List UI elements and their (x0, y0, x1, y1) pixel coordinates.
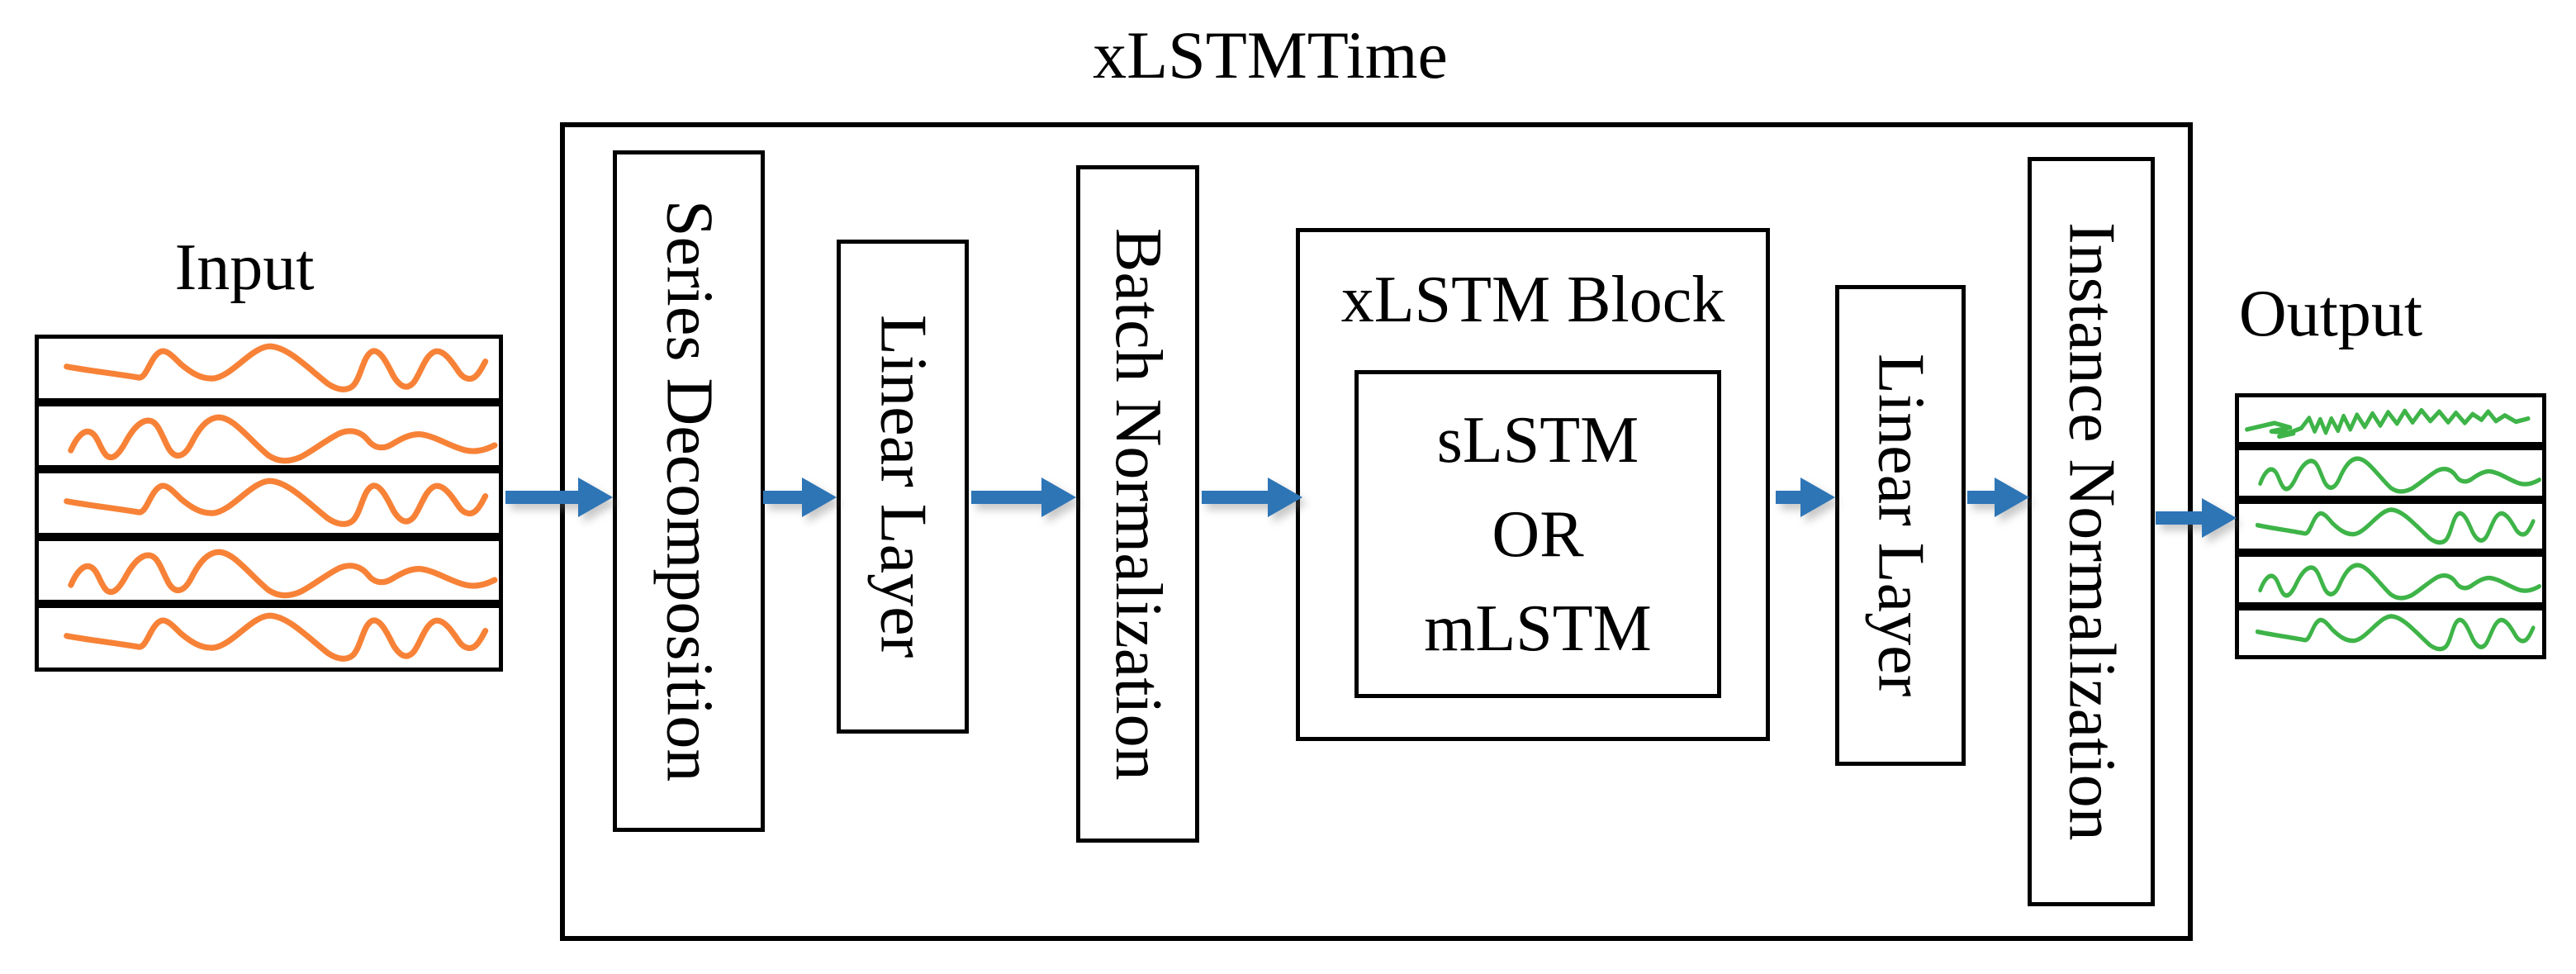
wave-a-icon (64, 343, 489, 392)
arrow-linear-layer-to-batch-normalization (971, 477, 1076, 517)
wave-a-icon (2255, 613, 2536, 651)
output-series-row (2235, 499, 2546, 554)
arrow-batch-normalization-to-xlstm-block (1202, 477, 1302, 517)
instance-normalization-box: Instance Normalization (2028, 157, 2155, 906)
arrow-series-decomposition-to-linear-layer (763, 477, 837, 517)
output-series-row (2235, 393, 2546, 447)
batch-normalization-label: Batch Normalization (1102, 227, 1174, 781)
input-label: Input (174, 231, 315, 304)
input-series-row (35, 604, 503, 672)
wave-b-icon (68, 549, 498, 598)
input-stack (35, 335, 503, 672)
output-series-row (2235, 446, 2546, 500)
output-stack (2235, 393, 2546, 660)
wave-a-icon (2255, 507, 2536, 545)
mlstm-option-label: mLSTM (1424, 592, 1652, 665)
wave-b-icon (2258, 456, 2541, 495)
arrow-input-to-series-decomposition (505, 477, 613, 517)
output-series-row (2235, 553, 2546, 606)
batch-normalization-box: Batch Normalization (1076, 165, 1199, 843)
input-series-row (35, 335, 503, 402)
wave-b-icon (68, 414, 498, 463)
linear-layer-2-box: Linear Layer (1835, 285, 1966, 766)
wave-a-icon (64, 612, 489, 662)
input-series-row (35, 469, 503, 537)
arrow-linear-layer-to-instance-normalization (1967, 477, 2029, 517)
series-decomposition-label: Series Decomposition (652, 200, 726, 782)
output-label: Output (2238, 278, 2423, 350)
slstm-option-label: sLSTM (1436, 403, 1639, 477)
arrow-xlstm-block-to-linear-layer (1776, 477, 1835, 517)
or-label: OR (1492, 497, 1584, 571)
noisy-icon (2245, 407, 2531, 439)
series-decomposition-box: Series Decomposition (613, 150, 765, 832)
arrow-instance-normalization-to-output (2156, 498, 2237, 538)
input-series-row (35, 536, 503, 605)
slstm-mlstm-inner-box: sLSTM OR mLSTM (1354, 370, 1721, 698)
output-series-row (2235, 606, 2546, 660)
xlstmtime-container-box (560, 122, 2193, 941)
input-series-row (35, 401, 503, 470)
linear-layer-1-box: Linear Layer (837, 240, 969, 734)
xlstm-block-label: xLSTM Block (1340, 264, 1725, 336)
wave-b-icon (2258, 563, 2541, 601)
diagram-title: xLSTMTime (1093, 17, 1448, 93)
linear-layer-1-label: Linear Layer (866, 315, 940, 658)
linear-layer-2-label: Linear Layer (1864, 354, 1938, 697)
instance-normalization-label: Instance Normalization (2055, 222, 2128, 841)
wave-a-icon (64, 477, 489, 527)
